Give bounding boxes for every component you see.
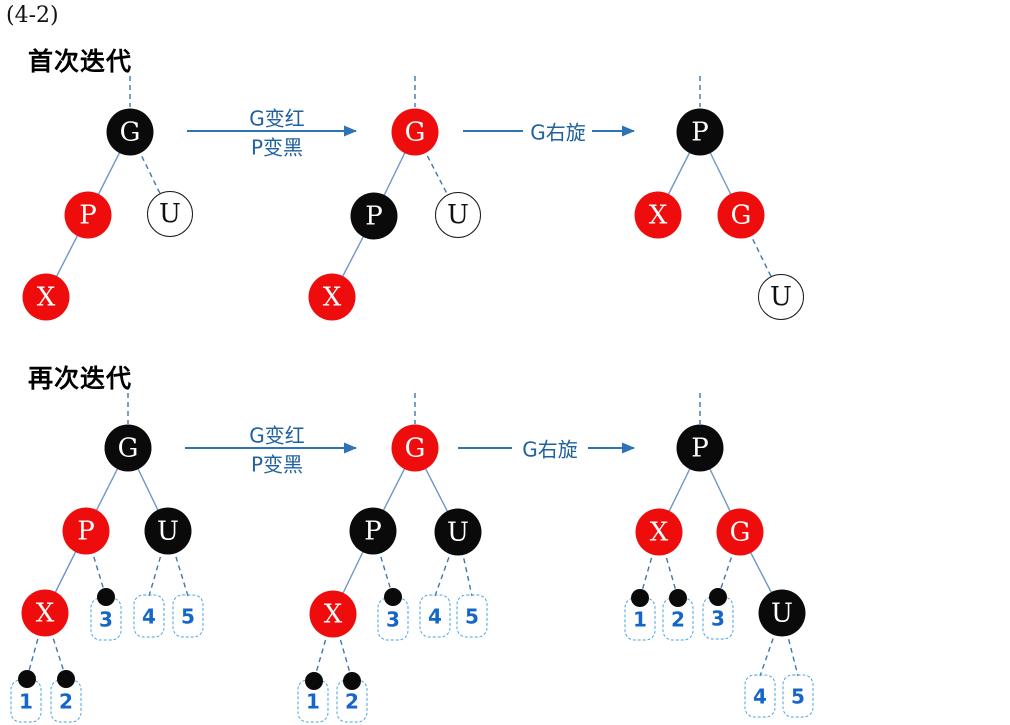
slot-number: 5: [791, 684, 805, 708]
s1t2-node-p: P: [350, 192, 398, 240]
slot-number: 4: [142, 604, 156, 628]
s2-arrow1-label-line1: G变红: [249, 423, 305, 448]
slot-number: 1: [633, 607, 647, 631]
s2t3-nil-dot-2: [669, 589, 687, 607]
s2t2-node-g: G: [391, 424, 439, 472]
s2t1-node-u: U: [144, 507, 192, 555]
s1t2-node-x: X: [308, 273, 356, 321]
s2t3-node-g: G: [716, 508, 764, 556]
s2t3-node-u: U: [758, 589, 806, 637]
s2t1-subtree-slot-4: 4: [133, 594, 165, 638]
slot-number: 3: [99, 607, 113, 631]
slot-number: 2: [59, 689, 73, 713]
section2-heading: 再次迭代: [28, 364, 133, 393]
s2t1-node-g: G: [104, 424, 152, 472]
s2t2-node-x: X: [309, 590, 357, 638]
s1t1-node-p: P: [64, 191, 112, 239]
s1t1-node-u: U: [147, 191, 193, 237]
s2t1-node-x: X: [21, 589, 69, 637]
slot-number: 1: [19, 689, 33, 713]
s1t3-node-u: U: [758, 274, 804, 320]
s2t2-subtree-slot-4: 4: [419, 594, 451, 638]
s1t2-node-g: G: [391, 108, 439, 156]
s1t3-node-g: G: [717, 191, 765, 239]
s2t2-nil-dot-3: [384, 588, 402, 606]
section1-heading: 首次迭代: [28, 47, 133, 76]
slot-number: 3: [386, 607, 400, 631]
s2t1-nil-dot-3: [97, 588, 115, 606]
s2t3-node-p: P: [676, 424, 724, 472]
s2-arrow1-label-line2: P变黑: [250, 452, 304, 477]
slot-number: 5: [465, 604, 479, 628]
s2t1-node-p: P: [62, 507, 110, 555]
s2t2-nil-dot-1: [305, 672, 323, 690]
s1t1-node-g: G: [106, 108, 154, 156]
slot-number: 2: [345, 689, 359, 713]
s2-arrow2-label: G右旋: [522, 437, 578, 462]
slot-number: 3: [711, 606, 725, 630]
figure-label: (4-2): [6, 3, 59, 28]
s2t3-subtree-slot-4: 4: [744, 674, 776, 718]
s2t3-subtree-slot-5: 5: [782, 674, 814, 718]
s2t3-nil-dot-1: [631, 589, 649, 607]
s2t2-node-u: U: [434, 508, 482, 556]
slot-number: 4: [753, 684, 767, 708]
s1t2-edge-g-u: [414, 131, 459, 216]
s2t2-node-p: P: [349, 507, 397, 555]
slot-number: 5: [181, 604, 195, 628]
s2t1-nil-dot-2: [57, 670, 75, 688]
s2t1-nil-dot-1: [18, 670, 36, 688]
s1t1-node-x: X: [22, 273, 70, 321]
s1-arrow2-label: G右旋: [530, 120, 586, 145]
s1-arrow1-label-line1: G变红: [249, 106, 305, 131]
slot-number: 1: [306, 689, 320, 713]
s2t2-nil-dot-2: [343, 672, 361, 690]
s1t2-node-u: U: [435, 192, 481, 238]
s1-arrow1-label-line2: P变黑: [250, 135, 304, 160]
s2t3-node-x: X: [635, 508, 683, 556]
slot-number: 4: [428, 604, 442, 628]
s2t1-subtree-slot-5: 5: [172, 594, 204, 638]
s1t3-node-x: X: [634, 191, 682, 239]
s1t3-node-p: P: [676, 108, 724, 156]
slot-number: 2: [671, 607, 685, 631]
s2t3-nil-dot-3: [709, 588, 727, 606]
s2t2-subtree-slot-5: 5: [456, 594, 488, 638]
